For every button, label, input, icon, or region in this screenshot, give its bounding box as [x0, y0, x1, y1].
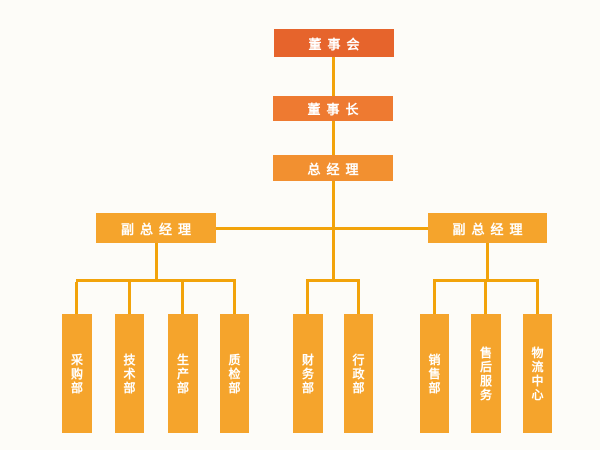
connector-dept-stub — [306, 282, 309, 314]
node-dept-shengchanbu: 生产部 — [168, 314, 198, 433]
node-dept-jishubu: 技术部 — [115, 314, 144, 433]
connector-right-group-horizontal — [433, 279, 539, 282]
node-dept-caigoubu: 采购部 — [62, 314, 92, 433]
connector-deputy-left-down — [155, 243, 158, 282]
node-dept-xingzhengbu: 行政部 — [344, 314, 373, 433]
connector-left-group-horizontal — [76, 279, 236, 282]
node-dept-wuliuzhongxin: 物流中心 — [523, 314, 552, 433]
connector-dept-stub — [357, 282, 360, 314]
connector-deputies-horizontal — [215, 227, 428, 230]
node-board: 董事会 — [274, 29, 394, 57]
connector-dept-stub — [536, 282, 539, 314]
node-dept-zhijianbu: 质检部 — [220, 314, 249, 433]
connector-dept-stub — [233, 282, 236, 314]
connector-chairman-gm — [332, 121, 335, 155]
node-dept-xiaoshoubu: 销售部 — [420, 314, 449, 433]
node-dept-shouhoufuwu: 售后服务 — [471, 314, 501, 433]
node-deputy-gm-left: 副总经理 — [96, 213, 216, 243]
connector-gm-down — [332, 181, 335, 282]
connector-dept-stub — [128, 282, 131, 314]
node-deputy-gm-right: 副总经理 — [428, 213, 547, 243]
connector-dept-stub — [75, 282, 78, 314]
connector-dept-stub — [181, 282, 184, 314]
connector-middle-group-horizontal — [306, 279, 360, 282]
node-dept-caiwubu: 财务部 — [293, 314, 323, 433]
connector-deputy-right-down — [486, 243, 489, 282]
connector-dept-stub — [484, 282, 487, 314]
node-general-manager: 总经理 — [273, 155, 393, 181]
connector-board-chairman — [332, 57, 335, 96]
connector-dept-stub — [433, 282, 436, 314]
node-chairman: 董事长 — [273, 96, 393, 121]
